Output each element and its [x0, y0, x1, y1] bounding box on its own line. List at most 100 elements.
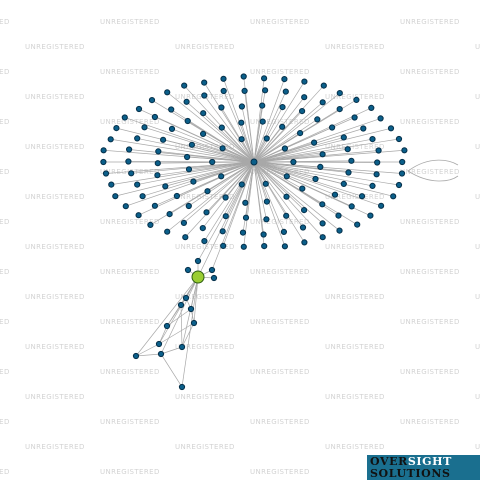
leaf-node: [261, 75, 268, 82]
leaf-node: [329, 124, 336, 131]
hub-edge: [253, 138, 268, 163]
leaf-node: [180, 219, 187, 226]
hub-edge: [163, 139, 255, 163]
hub-edge: [253, 161, 336, 196]
leaf-node: [209, 158, 216, 166]
leaf-node: [128, 170, 135, 177]
cluster-node: [132, 352, 140, 360]
leaf-node: [345, 169, 352, 176]
leaf-node: [222, 213, 229, 220]
hub-edge: [244, 90, 255, 163]
leaf-node: [387, 125, 395, 132]
hub-edge: [253, 92, 341, 163]
leaf-node: [378, 202, 385, 209]
cluster-node: [184, 266, 192, 274]
leaf-node: [340, 134, 347, 141]
logo-solutions-text: SOLUTIONS: [370, 467, 451, 480]
leaf-node: [297, 130, 304, 137]
leaf-node: [283, 212, 290, 219]
leaf-node: [373, 171, 380, 178]
leaf-node: [204, 188, 211, 195]
leaf-node: [279, 123, 286, 130]
leaf-node: [148, 97, 156, 104]
hub-edge: [221, 107, 255, 163]
leaf-node: [240, 243, 247, 250]
leaf-node: [314, 116, 321, 123]
leaf-node: [188, 141, 195, 148]
leaf-node: [134, 181, 141, 188]
leaf-node: [168, 106, 175, 113]
hub-edge: [253, 161, 349, 173]
hub-edge: [253, 132, 301, 163]
leaf-node: [398, 170, 406, 177]
leaf-node: [218, 104, 225, 111]
hub-edge: [253, 142, 315, 163]
leaf-node: [374, 159, 381, 166]
hub-edge: [166, 91, 255, 163]
leaf-node: [358, 193, 366, 200]
hub-edge: [171, 128, 255, 163]
hub-edge: [144, 126, 255, 163]
leaf-node: [242, 199, 249, 206]
leaf-node: [281, 243, 288, 250]
leaf-node: [182, 234, 189, 241]
leaf-node: [154, 160, 161, 167]
leaf-node: [282, 88, 289, 95]
cluster-node: [194, 257, 202, 265]
hub-edge: [253, 148, 348, 163]
leaf-node: [263, 216, 270, 223]
hub-edge: [253, 119, 318, 163]
cluster-node: [210, 274, 218, 282]
hub-edge: [187, 156, 255, 163]
hub-edge: [253, 161, 304, 228]
hub-edge: [115, 161, 255, 197]
cluster-edge: [135, 353, 162, 357]
leaf-node: [164, 228, 171, 235]
focal-node: [191, 270, 205, 284]
leaf-node: [259, 102, 266, 109]
hub-edge: [253, 148, 286, 163]
cluster-node: [190, 319, 198, 327]
leaf-node: [139, 193, 146, 200]
hub-to-cluster-edge: [197, 161, 255, 262]
logo-over-text: OVER: [370, 455, 408, 468]
leaf-node: [218, 124, 225, 131]
leaf-node: [201, 92, 208, 99]
cluster-edge: [166, 304, 182, 327]
leaf-node: [201, 79, 208, 86]
leaf-node: [311, 139, 318, 146]
leaf-node: [368, 104, 375, 112]
leaf-node: [125, 158, 132, 165]
leaf-node: [141, 124, 148, 131]
leaf-node: [395, 135, 403, 143]
leaf-node: [319, 220, 326, 227]
leaf-node: [319, 234, 326, 241]
leaf-node: [222, 194, 229, 201]
leaf-node: [369, 182, 376, 189]
cluster-edge: [158, 325, 168, 345]
leaf-node: [242, 214, 250, 221]
leaf-node: [290, 158, 297, 166]
hub-to-cluster-edge: [211, 161, 255, 271]
leaf-node: [154, 172, 161, 179]
hub-edge: [207, 161, 255, 192]
hub-edge: [244, 161, 255, 203]
leaf-node: [399, 158, 406, 166]
oversight-solutions-logo: OVERSIGHT SOLUTIONS: [367, 455, 480, 480]
hub-edge: [253, 161, 287, 197]
leaf-node: [218, 173, 225, 180]
leaf-node: [260, 231, 267, 238]
hub-edge: [241, 139, 255, 163]
cluster-edge: [158, 276, 199, 345]
cluster-edge: [135, 343, 160, 357]
leaf-node: [121, 114, 128, 121]
hub-edge: [253, 161, 363, 197]
hub-edge: [253, 161, 267, 220]
leaf-node: [336, 90, 343, 97]
cluster-node: [163, 322, 171, 330]
leaf-node: [135, 212, 142, 219]
leaf-node: [190, 178, 197, 185]
hub-edge: [253, 161, 340, 231]
hub-edge: [187, 120, 255, 163]
